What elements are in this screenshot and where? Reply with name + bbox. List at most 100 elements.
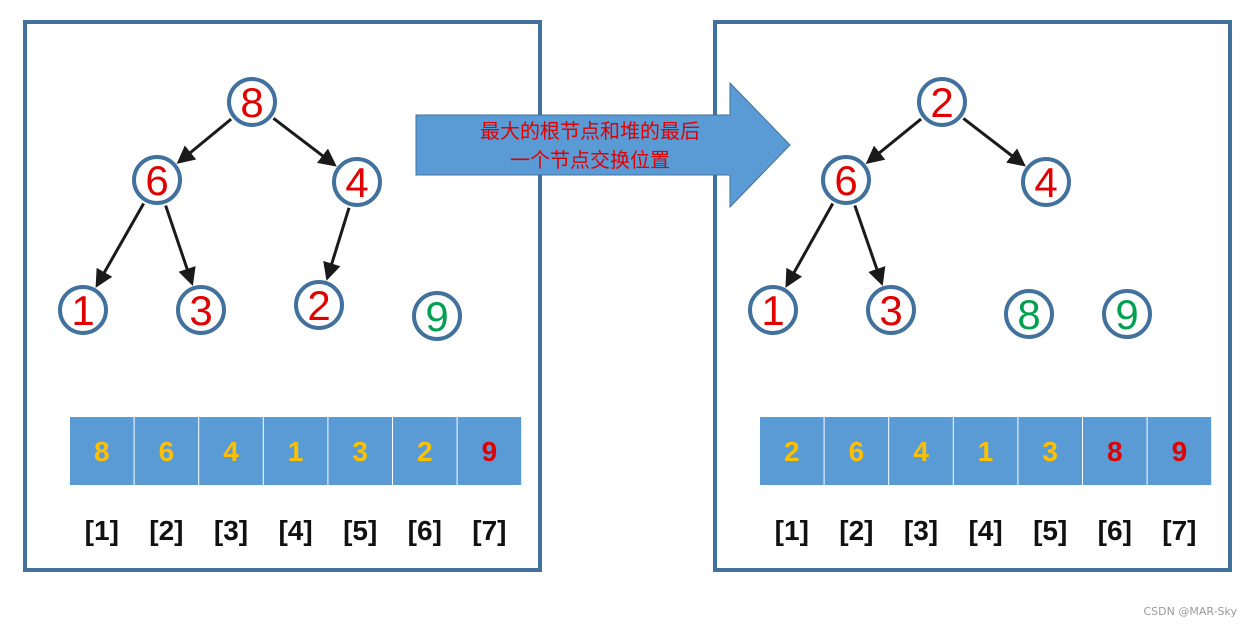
node-circle (821, 155, 871, 205)
node-circle (294, 280, 344, 330)
node-value: 1 (761, 287, 784, 334)
tree-node: 8 (227, 77, 277, 127)
node-circle (58, 285, 108, 335)
array-index-label: [3] (214, 515, 248, 546)
node-circle (748, 285, 798, 335)
node-circle (866, 285, 916, 335)
array-cell-box (824, 417, 889, 485)
array-cell-value: 4 (223, 436, 239, 467)
node-circle (1004, 289, 1054, 339)
array-cell: 9 (1147, 417, 1212, 485)
array-index-label: [7] (472, 515, 506, 546)
watermark: CSDN @MAR-Sky (1143, 605, 1237, 618)
tree-node: 8 (1004, 289, 1054, 339)
array-cell-box (393, 417, 457, 485)
swap-arrow-shape (415, 81, 791, 209)
tree-edge (323, 207, 351, 281)
tree-edge (865, 117, 922, 164)
node-value: 6 (834, 157, 857, 204)
array-cell-value: 3 (1042, 436, 1058, 467)
array-cell-value: 2 (784, 436, 800, 467)
array-index-label: [1] (775, 515, 809, 546)
node-value: 6 (145, 157, 168, 204)
node-value: 9 (425, 293, 448, 340)
tree-edge (785, 202, 835, 288)
tree-node: 3 (176, 285, 226, 335)
node-circle (412, 291, 462, 341)
tree-edge (853, 205, 886, 286)
tree-edge (164, 205, 196, 286)
caption-line-1: 最大的根节点和堆的最后 (480, 119, 700, 143)
array-cell: 3 (328, 417, 392, 485)
panel-frame (23, 20, 542, 572)
array-cell: 8 (1083, 417, 1147, 485)
array-cell: 2 (393, 417, 457, 485)
node-value: 2 (307, 282, 330, 329)
tree-edge (176, 117, 233, 164)
tree-node: 6 (821, 155, 871, 205)
array-cell: 6 (134, 417, 199, 485)
array-cell: 8 (70, 417, 134, 485)
array-index-label: [7] (1162, 515, 1196, 546)
node-value: 3 (189, 287, 212, 334)
tree-node: 4 (332, 157, 382, 207)
tree-node: 4 (1021, 157, 1071, 207)
node-circle (917, 77, 967, 127)
panel-frame (713, 20, 1232, 572)
tree-node: 1 (58, 285, 108, 335)
array-index-label: [4] (968, 515, 1002, 546)
array-cell: 4 (889, 417, 953, 485)
tree-edge (272, 117, 337, 167)
array-cell-value: 6 (159, 436, 175, 467)
array-cell-box (1018, 417, 1082, 485)
array-index-label: [2] (839, 515, 873, 546)
node-circle (1102, 289, 1152, 339)
array-cell-box (263, 417, 328, 485)
node-value: 4 (345, 159, 368, 206)
caption-line-2: 一个节点交换位置 (510, 148, 670, 172)
node-value: 8 (240, 79, 263, 126)
array-cell-value: 1 (288, 436, 304, 467)
tree-node: 1 (748, 285, 798, 335)
tree-edge (95, 202, 145, 288)
node-value: 4 (1034, 159, 1057, 206)
array-cell-box (1083, 417, 1147, 485)
array-cell: 2 (760, 417, 824, 485)
array-cell-box (760, 417, 824, 485)
array-cell-value: 8 (1107, 436, 1123, 467)
array-index-label: [4] (278, 515, 312, 546)
array-cell-box (199, 417, 263, 485)
transition-arrow: 最大的根节点和堆的最后 一个节点交换位置 (415, 81, 791, 209)
array-index-label: [1] (85, 515, 119, 546)
node-circle (132, 155, 182, 205)
node-value: 3 (879, 287, 902, 334)
tree-node: 3 (866, 285, 916, 335)
array-cell-box (70, 417, 134, 485)
array-cell-value: 1 (978, 436, 994, 467)
tree-node: 9 (412, 291, 462, 341)
array-cell-box (457, 417, 522, 485)
array-cell: 1 (953, 417, 1018, 485)
array-cell: 1 (263, 417, 328, 485)
tree-node: 2 (917, 77, 967, 127)
node-circle (1021, 157, 1071, 207)
array-cell: 3 (1018, 417, 1082, 485)
tree-node: 2 (294, 280, 344, 330)
array-cell: 4 (199, 417, 263, 485)
array-cell: 6 (824, 417, 889, 485)
tree-node: 9 (1102, 289, 1152, 339)
node-value: 2 (930, 79, 953, 126)
node-value: 9 (1115, 291, 1138, 338)
array-cell-value: 8 (94, 436, 110, 467)
array-cell-value: 9 (482, 436, 498, 467)
array-cell-box (134, 417, 199, 485)
array-index-label: [3] (904, 515, 938, 546)
array-index-label: [6] (408, 515, 442, 546)
node-value: 8 (1017, 291, 1040, 338)
array-index-label: [2] (149, 515, 183, 546)
array-cell-value: 4 (913, 436, 929, 467)
node-circle (227, 77, 277, 127)
array-cell-value: 2 (417, 436, 433, 467)
